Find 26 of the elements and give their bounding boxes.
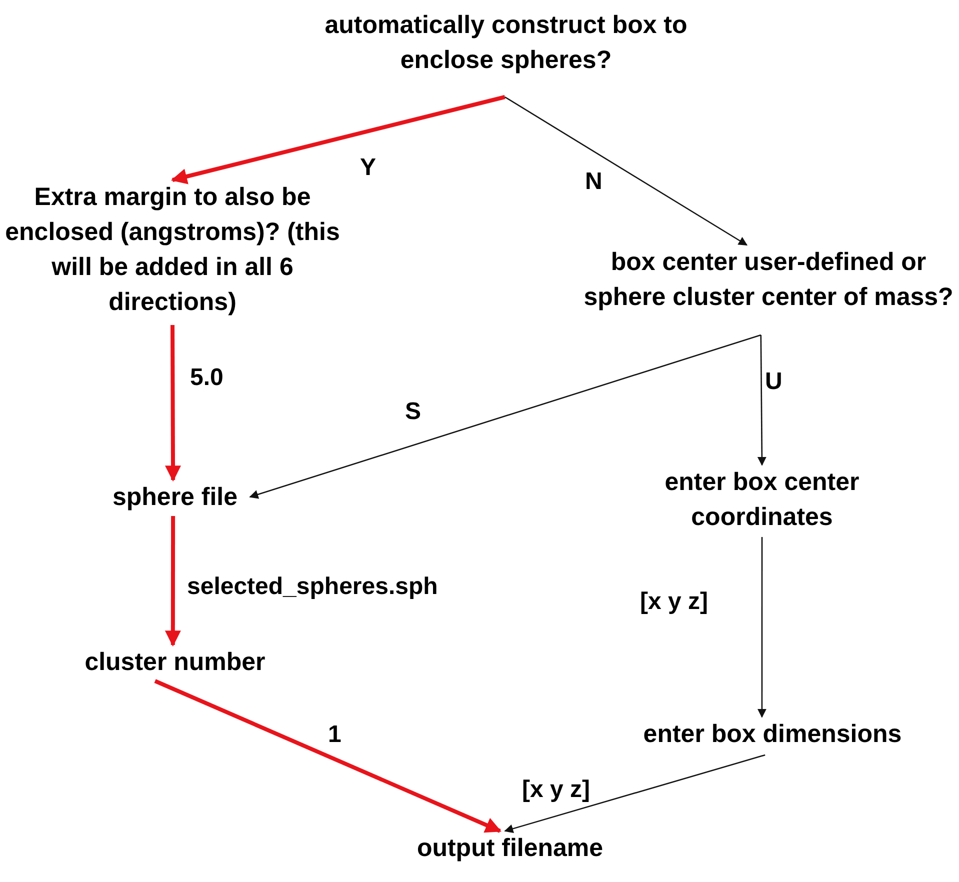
node-text: automatically construct box to enclose spheres? [324, 10, 688, 76]
arrow [504, 96, 748, 246]
arrow [154, 679, 502, 833]
node-text: sphere file [112, 482, 238, 513]
node-text: enter box center coordinates [664, 467, 860, 533]
edge-label: 1 [328, 723, 342, 747]
edge-label: selected_spheres.sph [187, 575, 438, 599]
arrow [757, 537, 766, 718]
node-text: enter box dimensions [643, 719, 902, 750]
arrow [165, 325, 181, 482]
node-text: box center user-defined or sphere cluster center of mass? [582, 247, 954, 313]
edge-label: [x y z] [522, 778, 590, 802]
arrow [249, 334, 762, 499]
node-text: output filename [416, 833, 604, 864]
node-text: cluster number [84, 647, 266, 678]
edge-label: S [405, 400, 422, 424]
node-text: Extra margin to also be enclosed (angstroms)? (this will be added in all 6 directions) [4, 182, 341, 318]
edge-label: Y [360, 156, 376, 180]
edge-label: U [765, 370, 782, 394]
arrow [164, 516, 181, 647]
arrow [170, 95, 506, 184]
edge-label: [x y z] [640, 590, 708, 614]
edge-label: N [585, 170, 602, 194]
arrow [504, 754, 766, 834]
arrow [757, 335, 766, 466]
edge-label: 5.0 [190, 366, 224, 390]
